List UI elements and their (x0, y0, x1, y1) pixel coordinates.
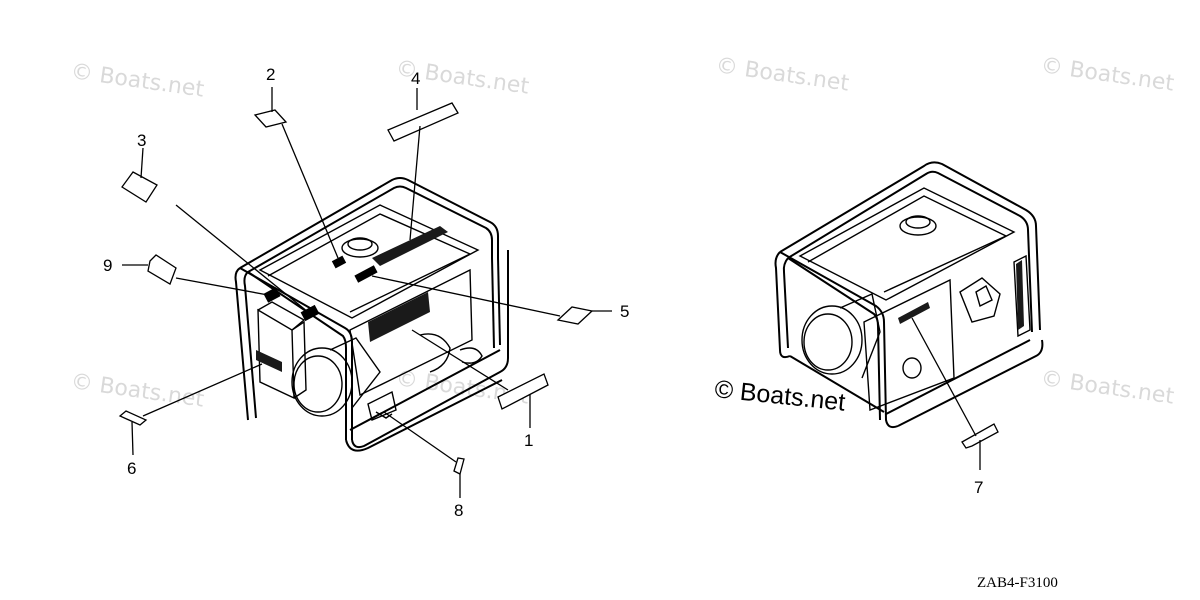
callout-3: 3 (137, 131, 146, 150)
watermark: © Boats.net (714, 53, 851, 96)
decal-7 (961, 423, 999, 449)
callout-8: 8 (454, 501, 463, 520)
callout-4: 4 (411, 69, 420, 88)
decal-shapes-right (961, 423, 999, 449)
callout-5: 5 (620, 302, 629, 321)
watermark: © Boats.net (69, 59, 206, 102)
callout-6: 6 (127, 459, 136, 478)
generator-front-view (234, 177, 509, 452)
decal-5 (556, 306, 594, 325)
decal-shapes-left (118, 102, 594, 475)
decal-2 (253, 109, 288, 128)
decal-1 (497, 373, 549, 410)
decal-9 (147, 254, 177, 285)
brand-watermark: © Boats.net (713, 375, 846, 417)
watermark: © Boats.net (69, 369, 206, 412)
watermark-layer: © Boats.net © Boats.net © Boats.net © Bo… (69, 53, 1176, 412)
callout-7: 7 (974, 478, 983, 497)
watermark: © Boats.net (1039, 366, 1176, 409)
drawing-code: ZAB4-F3100 (977, 575, 1058, 591)
decal-8 (453, 457, 465, 475)
decal-3 (121, 171, 158, 203)
leader-lines-right (911, 317, 981, 470)
callout-2: 2 (266, 65, 275, 84)
callout-numbers: 1 2 3 4 5 6 7 8 9 (103, 65, 983, 520)
generator-rear-view (774, 161, 1044, 429)
decal-4 (387, 102, 459, 142)
leader-lines-left (122, 87, 612, 498)
watermark: © Boats.net (1039, 53, 1176, 96)
callout-1: 1 (524, 431, 533, 450)
callout-9: 9 (103, 256, 112, 275)
decal-6 (118, 410, 148, 426)
